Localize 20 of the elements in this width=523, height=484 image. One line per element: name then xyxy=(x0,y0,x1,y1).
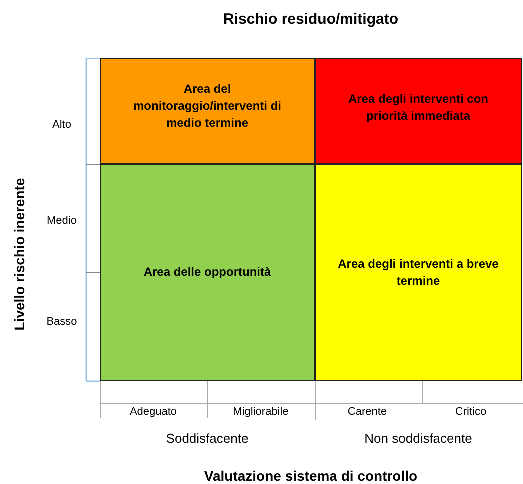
risk-area xyxy=(315,164,522,381)
area-label: Area degli interventi con priorità immediata xyxy=(348,92,489,123)
risk-area xyxy=(100,164,315,381)
axis-label: Critico xyxy=(454,405,488,420)
risk-area xyxy=(100,58,315,164)
axis-label: Soddisfacente xyxy=(165,430,250,448)
axis-label: Non soddisfacente xyxy=(364,430,474,448)
area-label: Area del monitoraggio/interventi di medio termine xyxy=(133,82,282,130)
axis-label: Medio xyxy=(46,214,78,229)
area-label: Area delle opportunità xyxy=(144,265,272,279)
chart-title: Rischio residuo/mitigato xyxy=(222,10,400,30)
y-axis-title: Livello rischio inerente xyxy=(10,177,28,333)
x-axis-title: Valutazione sistema di controllo xyxy=(203,467,419,484)
axis-label: Basso xyxy=(46,315,78,330)
axis-label: Alto xyxy=(52,118,72,133)
risk-area xyxy=(315,58,522,164)
area-label: Area degli interventi a breve termine xyxy=(338,256,499,288)
axis-label: Adeguato xyxy=(128,405,178,420)
axis-label: Carente xyxy=(346,405,388,420)
axis-label: Migliorabile xyxy=(232,405,290,420)
